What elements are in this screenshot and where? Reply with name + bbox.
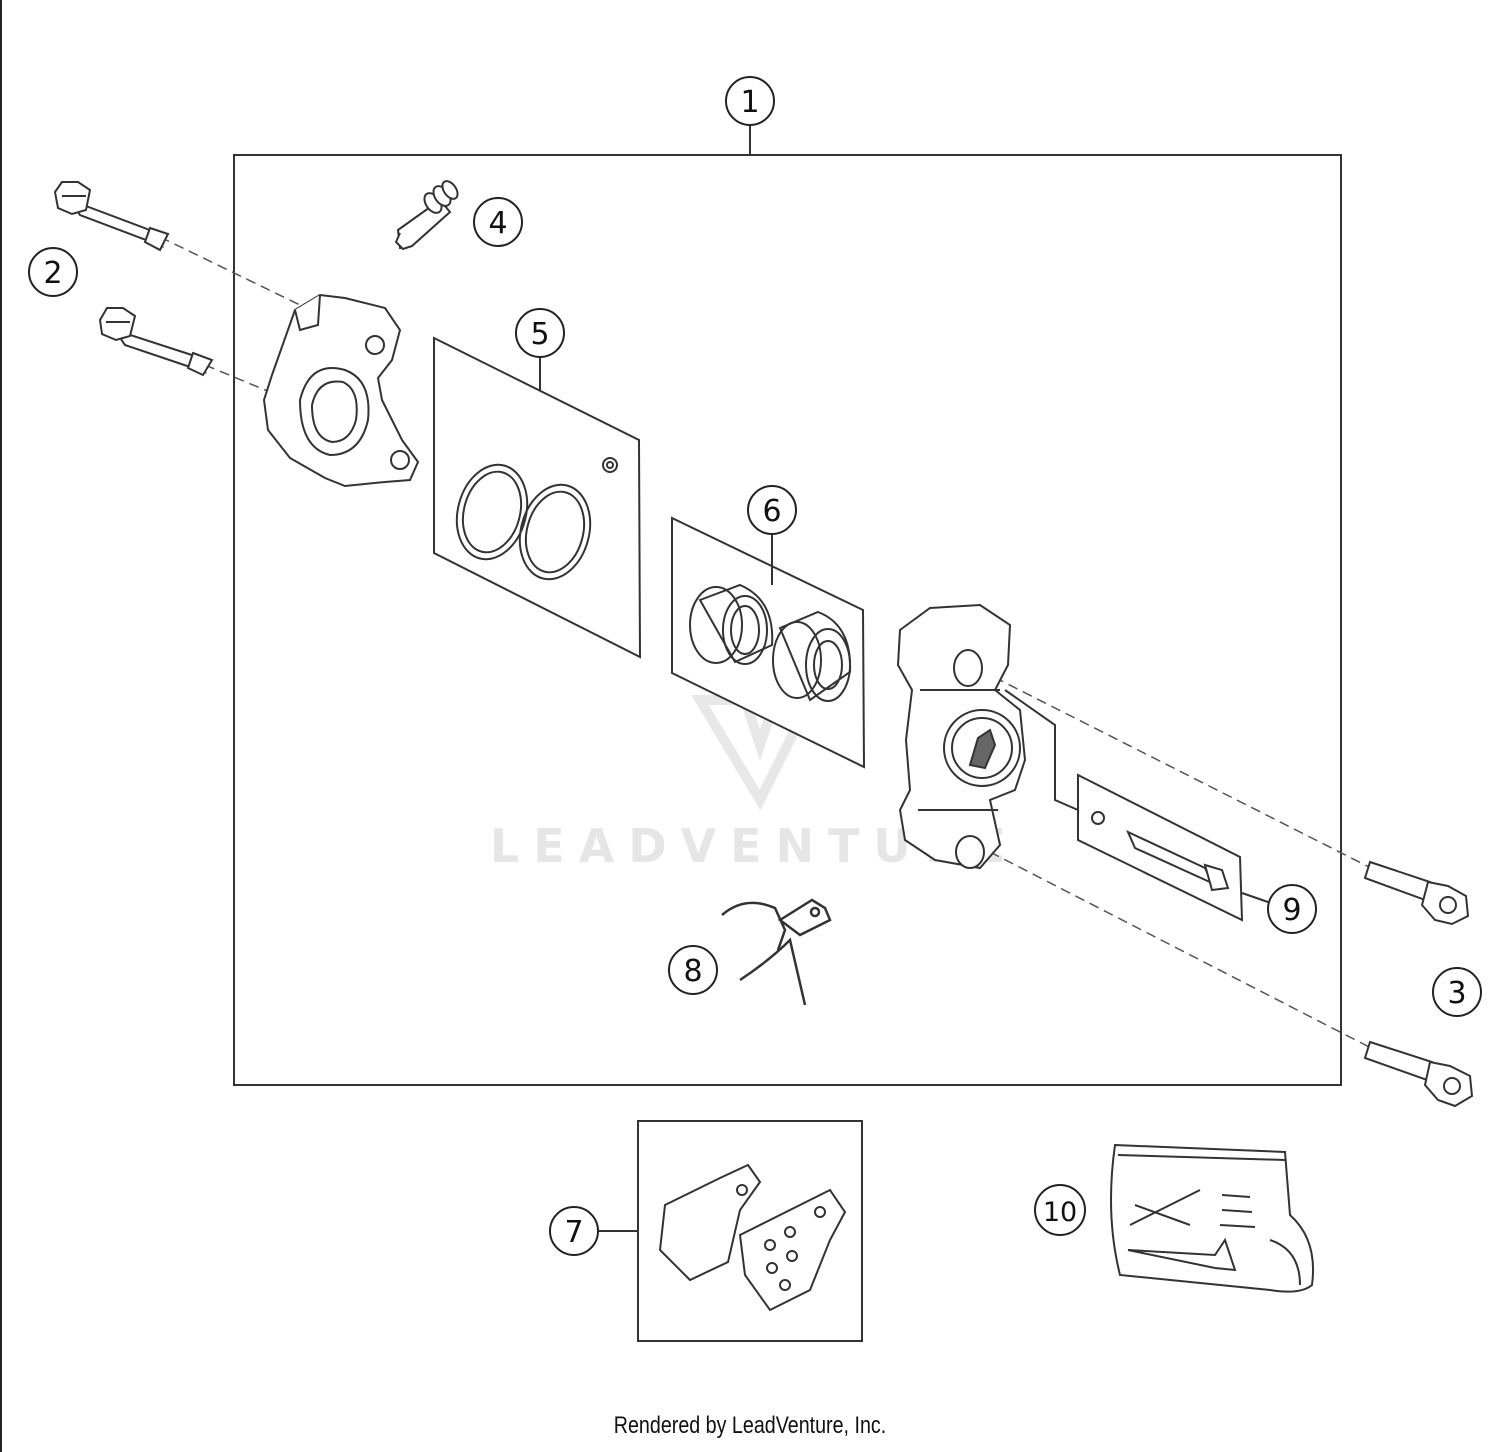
callout-8: 8: [668, 945, 718, 995]
callout-label: 8: [683, 954, 702, 989]
callout-2: 2: [28, 247, 78, 297]
callout-5: 5: [515, 308, 565, 358]
callout-1: 1: [725, 76, 775, 126]
piston-card: [671, 516, 866, 769]
dashed-guides: [159, 236, 1376, 1051]
bolt-upper-right-icon: [1363, 860, 1470, 926]
callout-label: 5: [530, 317, 549, 352]
caliper-bracket-icon: [262, 293, 420, 488]
footer-credit: Rendered by LeadVenture, Inc.: [613, 1412, 887, 1439]
callout-label: 7: [564, 1215, 583, 1250]
callout-label: 1: [740, 85, 759, 120]
callout-label: 2: [43, 256, 62, 291]
callout-4: 4: [473, 197, 523, 247]
callout-10: 10: [1034, 1184, 1086, 1236]
grease-pouch-icon: [1110, 1143, 1314, 1293]
callout-label: 10: [1043, 1197, 1077, 1228]
bolt-lower-right-icon: [1363, 1040, 1474, 1108]
callout-label: 9: [1282, 893, 1301, 928]
pin-kit-card: [1004, 689, 1244, 922]
caliper-body-icon: [896, 603, 1027, 870]
bleeder-valve-icon: [394, 180, 459, 251]
callout-3: 3: [1432, 967, 1482, 1017]
bolt-upper-left-icon: [53, 181, 170, 252]
callout-7: 7: [549, 1206, 599, 1256]
callout-label: 3: [1447, 976, 1466, 1011]
callout-6: 6: [747, 485, 797, 535]
callout-label: 4: [488, 206, 507, 241]
bolt-lower-left-icon: [98, 307, 214, 377]
callout-9: 9: [1241, 884, 1317, 934]
assembly-box: [233, 154, 1342, 1086]
seal-kit-card: [433, 336, 642, 659]
brake-pad-box: [637, 1120, 863, 1342]
callout-label: 6: [762, 494, 781, 529]
spring-clip-icon: [721, 898, 832, 1006]
